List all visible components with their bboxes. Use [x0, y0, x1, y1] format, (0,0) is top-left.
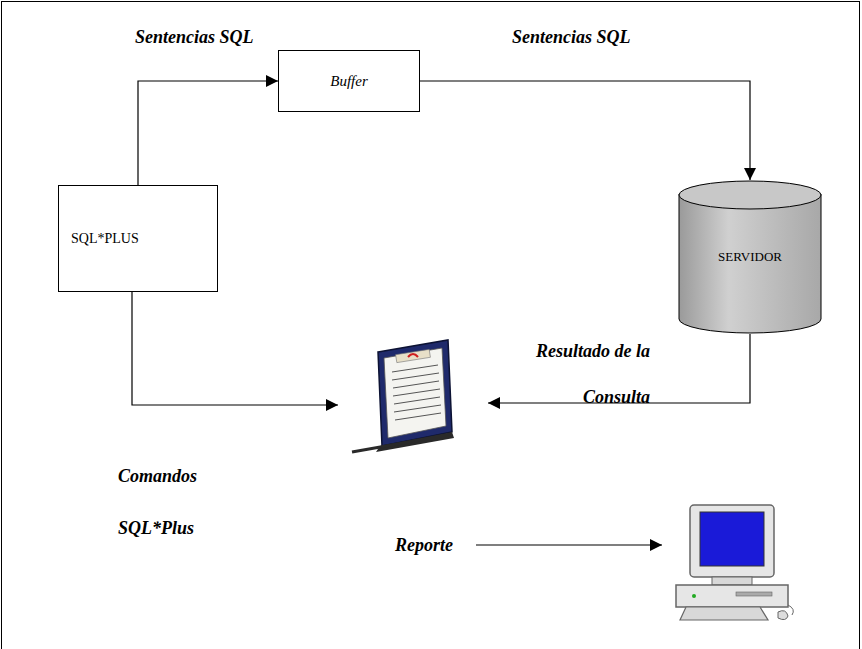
report-icon [352, 340, 454, 452]
command-label: Comandos SQL*Plus [118, 450, 230, 554]
command-line [132, 292, 338, 405]
flow-arrow [138, 81, 278, 185]
node-text: SERVIDOR [718, 249, 782, 265]
program-box: SQL*PLUS [58, 185, 218, 292]
server-cylinder: SERVIDOR [678, 180, 822, 334]
flow-arrow [420, 81, 750, 180]
report-label: Reporte [395, 533, 453, 557]
computer-icon [676, 505, 793, 620]
result-label: Resultado de la Consulta [490, 328, 650, 420]
edge-label: Sentencias SQL [512, 27, 631, 48]
edge-label: Sentencias SQL [135, 27, 254, 48]
report-arrow [476, 544, 662, 545]
node-text: SQL*PLUS [71, 231, 139, 247]
node-text: Buffer [330, 73, 368, 90]
buffer-box: Buffer [278, 50, 420, 112]
